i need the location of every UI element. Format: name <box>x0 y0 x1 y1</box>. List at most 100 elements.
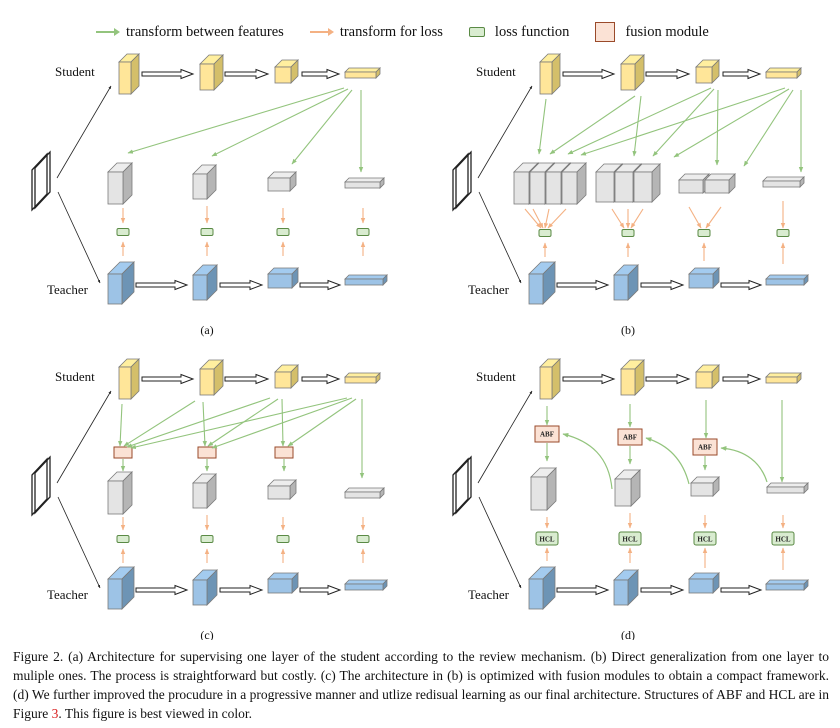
legend-label: transform for loss <box>339 23 443 40</box>
box-front <box>528 273 544 305</box>
box-top <box>766 482 809 488</box>
hollow-arrow <box>224 68 270 80</box>
feature-arrow <box>130 397 348 450</box>
input-to-teacher-arrow <box>478 191 522 284</box>
hcl-module-1: HCL <box>535 531 559 546</box>
box-front <box>274 66 292 84</box>
feature-arrow <box>549 95 636 155</box>
legend-item-fusion-module: fusion module <box>595 22 709 42</box>
teacher-flow-arrow-2 <box>219 279 264 291</box>
figure-reference-link[interactable]: 3 <box>51 706 59 721</box>
feature-arrow <box>580 87 786 156</box>
hollow-arrow <box>556 584 610 596</box>
hcl-label: HCL <box>697 536 713 544</box>
panel-caption: (c) <box>200 628 213 640</box>
box-front <box>529 171 546 205</box>
teacher-flow-arrow-2 <box>219 584 264 596</box>
loss-arrow-down <box>611 208 625 229</box>
student-feature-1 <box>539 358 561 400</box>
middle-group-3-feature-1 <box>678 173 710 194</box>
teacher-feature-2 <box>613 569 639 606</box>
hollow-arrow <box>722 68 762 80</box>
loss-function-box <box>276 228 290 236</box>
box-front <box>695 371 713 389</box>
hollow-arrow <box>301 373 341 385</box>
hcl-label: HCL <box>775 536 791 544</box>
teacher-feature-4 <box>344 579 388 591</box>
box-front <box>107 578 123 610</box>
loss-function-box <box>697 229 711 237</box>
loss-function-box <box>621 229 635 237</box>
box-front <box>614 171 634 203</box>
student-feature-3 <box>274 364 299 389</box>
middle-group-4-feature-1 <box>762 176 805 188</box>
hollow-arrow <box>299 279 342 291</box>
hcl-box <box>618 531 642 546</box>
hollow-arrow <box>219 584 264 596</box>
box-top <box>765 372 802 378</box>
box-front <box>267 485 291 500</box>
loss-function-box <box>276 535 290 543</box>
teacher-flow-arrow-2 <box>640 279 685 291</box>
loss-function-box <box>116 228 130 236</box>
middle-feature-3 <box>690 476 720 497</box>
fusion-module-1 <box>113 446 133 459</box>
hollow-arrow <box>562 68 616 80</box>
hollow-arrow <box>720 584 763 596</box>
legend-item-loss-function: loss function <box>468 23 570 41</box>
residual-arrow <box>720 446 768 483</box>
input-to-teacher-arrow <box>57 496 101 589</box>
student-feature-1 <box>118 53 140 95</box>
legend-label: loss function <box>494 23 570 40</box>
loss-function-box <box>200 228 214 236</box>
loss-function-box <box>538 229 552 237</box>
student-feature-4 <box>344 372 381 384</box>
middle-feature-2 <box>192 164 217 200</box>
box-front <box>344 278 384 286</box>
box-front <box>118 366 132 400</box>
student-feature-2 <box>199 54 224 91</box>
orange-arrow-icon <box>309 28 334 36</box>
student-feature-3 <box>695 364 720 389</box>
middle-feature-1 <box>107 162 133 205</box>
box-front <box>344 71 377 79</box>
student-flow-arrow-1 <box>562 68 616 80</box>
student-flow-arrow-2 <box>645 373 691 385</box>
abf-label: ABF <box>623 434 637 442</box>
abf-box <box>692 438 718 456</box>
hcl-label: HCL <box>622 536 638 544</box>
box-front <box>513 171 530 205</box>
hollow-arrow <box>645 373 691 385</box>
teacher-flow-arrow-1 <box>135 279 189 291</box>
box-front <box>595 171 615 203</box>
student-label: Student <box>476 369 516 384</box>
box-front <box>613 274 629 301</box>
hollow-arrow <box>141 68 195 80</box>
box-front <box>199 368 215 396</box>
hcl-module-4: HCL <box>771 531 795 546</box>
hollow-arrow <box>301 68 341 80</box>
box-front <box>267 578 293 594</box>
student-flow-arrow-2 <box>224 373 270 385</box>
box-front <box>344 583 384 591</box>
teacher-feature-2 <box>192 569 218 606</box>
box-front <box>192 274 208 301</box>
figure-caption: Figure 2. (a) Architecture for supervisi… <box>13 647 829 723</box>
middle-feature-4 <box>344 487 385 499</box>
feature-arrow <box>118 403 123 447</box>
student-feature-3 <box>274 59 299 84</box>
box-front <box>765 71 798 79</box>
teacher-feature-3 <box>688 267 720 289</box>
hollow-arrow <box>640 584 685 596</box>
student-feature-2 <box>620 359 645 396</box>
box-front <box>766 486 805 494</box>
box-front <box>762 180 801 188</box>
middle-group-1-feature-4 <box>561 162 587 205</box>
box-front <box>633 171 653 203</box>
middle-feature-1 <box>530 467 557 511</box>
box-top <box>344 372 381 378</box>
hcl-box <box>535 531 559 546</box>
